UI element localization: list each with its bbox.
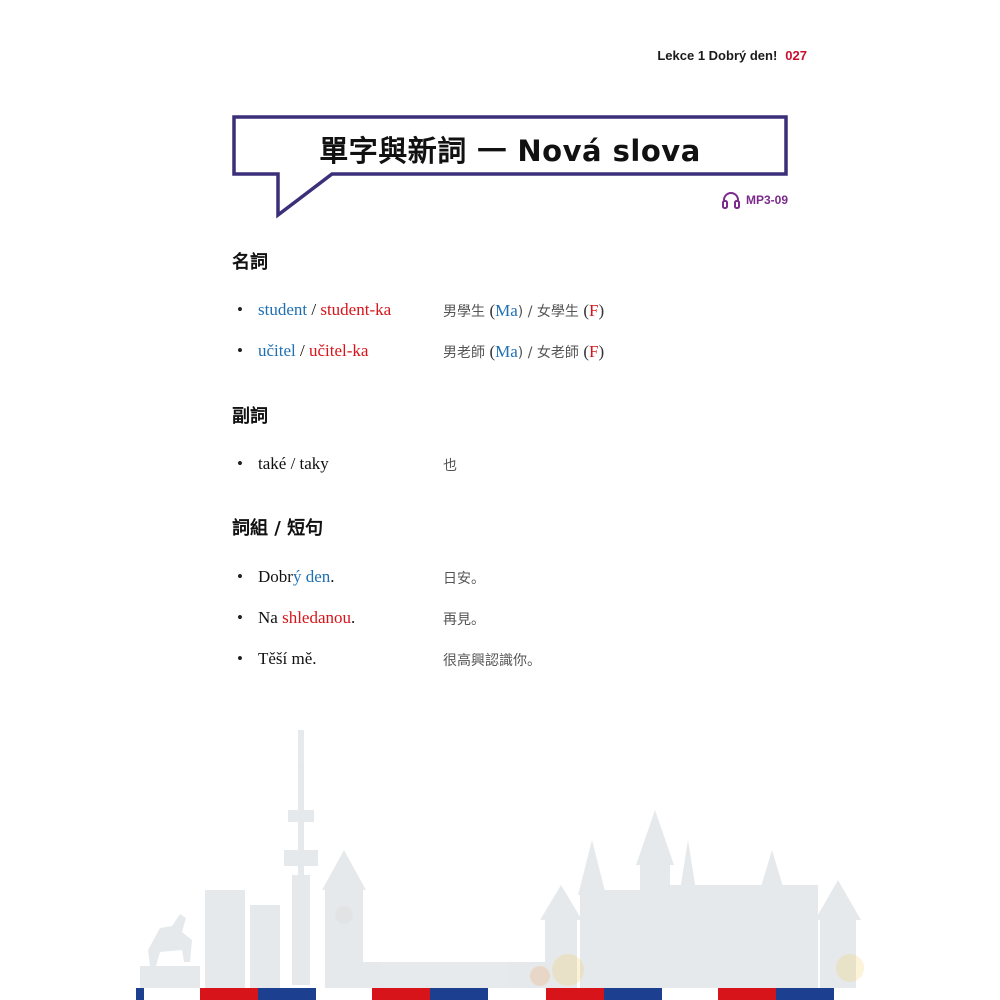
running-head: Lekce 1 Dobrý den! 027 <box>657 48 807 63</box>
term: student / student-ka <box>258 300 392 319</box>
vocab-entry-student: • student / student-ka 男學生 (Ma) / 女學生 (F… <box>237 300 797 324</box>
gloss: 也 <box>443 458 457 474</box>
bullet-icon: • <box>237 649 243 668</box>
term: Dobrý den. <box>258 567 335 586</box>
page-number: 027 <box>785 48 807 63</box>
vocab-entry-goodbye: • Na shledanou. 再見。 <box>237 608 797 632</box>
vocab-entry-also: • také / taky 也 <box>237 454 797 478</box>
gloss: 男老師 (Ma) / 女老師 (F) <box>443 342 605 361</box>
gloss: 男學生 (Ma) / 女學生 (F) <box>443 301 605 320</box>
gloss: 再見。 <box>443 612 485 628</box>
flag-color-bar <box>136 988 834 1000</box>
bullet-icon: • <box>237 341 243 360</box>
term: Těší mě. <box>258 649 317 668</box>
gloss: 日安。 <box>443 571 485 587</box>
term: učitel / učitel-ka <box>258 341 369 360</box>
page-title: 單字與新詞 一 Nová slova <box>319 134 701 168</box>
term: také / taky <box>258 454 329 473</box>
term: Na shledanou. <box>258 608 356 627</box>
vocab-entry-good-day: • Dobrý den. 日安。 <box>237 567 797 591</box>
title-speech-bubble <box>232 115 788 219</box>
gloss: 很高興認識你。 <box>443 653 541 669</box>
section-heading-adverbs: 副詞 <box>232 406 268 427</box>
bullet-icon: • <box>237 567 243 586</box>
headphones-icon <box>722 192 740 209</box>
bullet-icon: • <box>237 300 243 319</box>
running-title: Lekce 1 Dobrý den! <box>657 48 778 63</box>
audio-track-label: MP3-09 <box>746 193 789 207</box>
bullet-icon: • <box>237 608 243 627</box>
section-heading-phrases: 詞組 / 短句 <box>232 518 324 539</box>
section-heading-nouns: 名詞 <box>232 252 268 273</box>
prague-skyline-illustration <box>140 730 864 988</box>
audio-track[interactable]: MP3-09 <box>721 191 788 209</box>
vocab-entry-teacher: • učitel / učitel-ka 男老師 (Ma) / 女老師 (F) <box>237 341 797 365</box>
vocab-entry-nice-to-meet: • Těší mě. 很高興認識你。 <box>237 649 797 673</box>
bullet-icon: • <box>237 454 243 473</box>
